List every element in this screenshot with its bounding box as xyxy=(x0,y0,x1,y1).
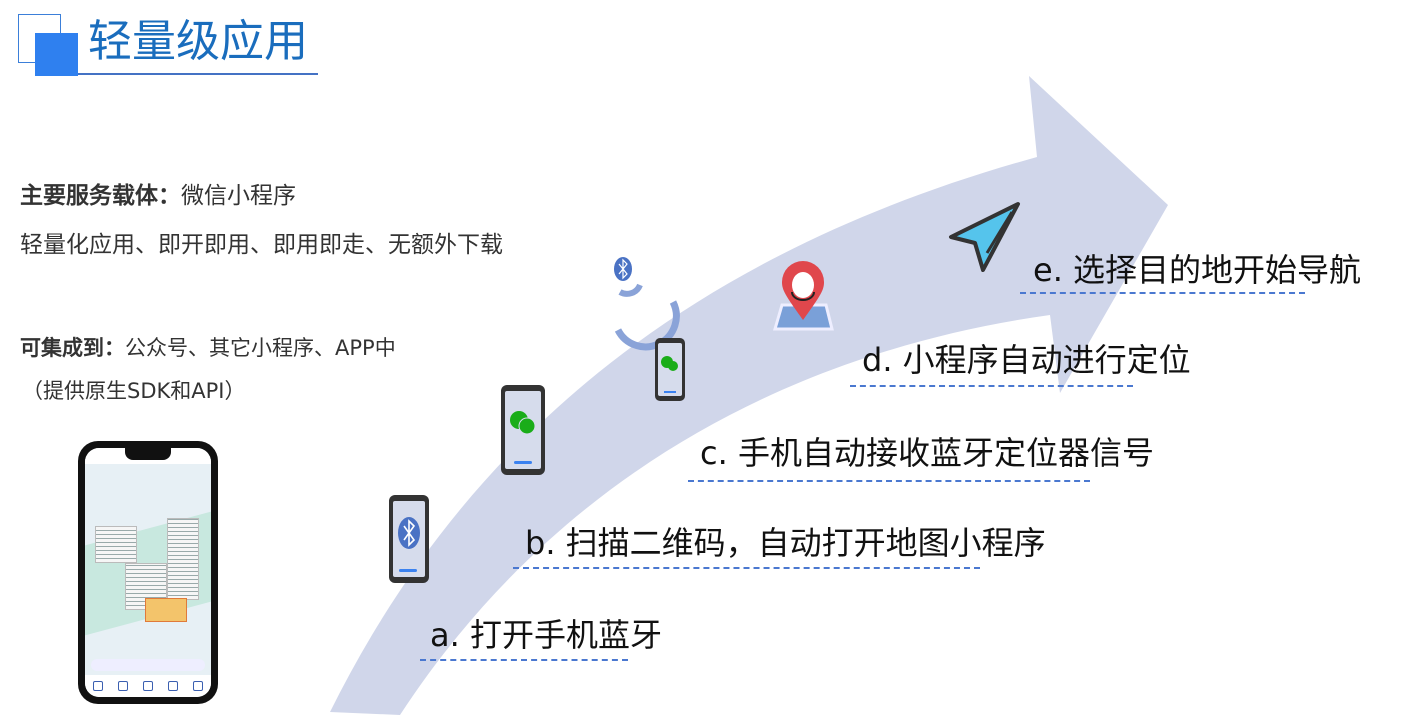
title-underline xyxy=(78,73,318,75)
phone-mockup xyxy=(78,441,218,704)
carrier-value: 微信小程序 xyxy=(181,183,296,209)
integrate-label: 可集成到： xyxy=(20,336,125,360)
title-decor-square xyxy=(35,33,78,76)
integrate-note: （提供原生SDK和API） xyxy=(22,379,246,403)
step-c-underline xyxy=(688,480,1090,482)
step-e-label: e. 选择目的地开始导航 xyxy=(1033,251,1362,289)
bluetooth-signal-icon xyxy=(614,257,680,351)
step-b-underline xyxy=(513,567,980,569)
navigation-arrow-icon xyxy=(949,202,1020,272)
integrate-line: 可集成到：公众号、其它小程序、APP中 xyxy=(20,332,396,362)
page-title: 轻量级应用 xyxy=(88,16,308,67)
phone-bluetooth-icon xyxy=(389,495,429,583)
phone-wechat-small-icon xyxy=(655,338,685,401)
integrate-value: 公众号、其它小程序、APP中 xyxy=(125,336,396,360)
features-line: 轻量化应用、即开即用、即用即走、无额外下载 xyxy=(20,232,503,258)
step-a-underline xyxy=(420,659,628,661)
step-d-underline xyxy=(850,385,1133,387)
phone-wechat-icon xyxy=(501,385,545,475)
step-a-label: a. 打开手机蓝牙 xyxy=(430,616,662,654)
step-d-label: d. 小程序自动进行定位 xyxy=(862,341,1191,379)
carrier-label: 主要服务载体： xyxy=(20,183,181,209)
map-pin-icon xyxy=(773,261,834,331)
map-screenshot xyxy=(85,448,211,697)
step-e-underline xyxy=(1020,292,1305,294)
step-c-label: c. 手机自动接收蓝牙定位器信号 xyxy=(700,434,1154,472)
step-b-label: b. 扫描二维码，自动打开地图小程序 xyxy=(525,524,1046,562)
carrier-line: 主要服务载体：微信小程序 xyxy=(20,176,296,210)
